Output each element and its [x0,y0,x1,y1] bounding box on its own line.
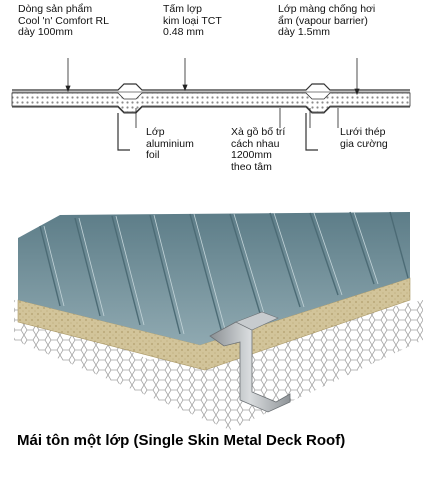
metal-deck-surface [18,212,410,345]
roof-3d-render [14,211,423,430]
figure-caption: Mái tôn một lớp (Single Skin Metal Deck … [17,432,346,449]
label-aluminium-foil: Lớp aluminium foil [146,126,194,161]
purlin-left [117,113,130,151]
deck-ribs [39,211,409,335]
label-vapour-barrier: Lớp màng chống hơi ẩm (vapour barrier) d… [278,3,376,38]
label-steel-mesh: Lưới thép gia cường [340,126,388,150]
leader-lines [65,58,360,128]
label-product: Dòng sản phẩm Cool 'n' Comfort RL dày 10… [18,3,109,38]
cross-section-diagram [11,83,411,151]
aluminium-foil-line [12,106,410,114]
label-metal-sheet: Tấm lợp kim loại TCT 0.48 mm [163,3,222,38]
metal-sheet-line [12,83,410,91]
insulation-layer [11,92,411,113]
purlin-right [305,113,318,151]
label-purlin: Xà gồ bố trí cách nhau 1200mm theo tâm [231,126,286,173]
